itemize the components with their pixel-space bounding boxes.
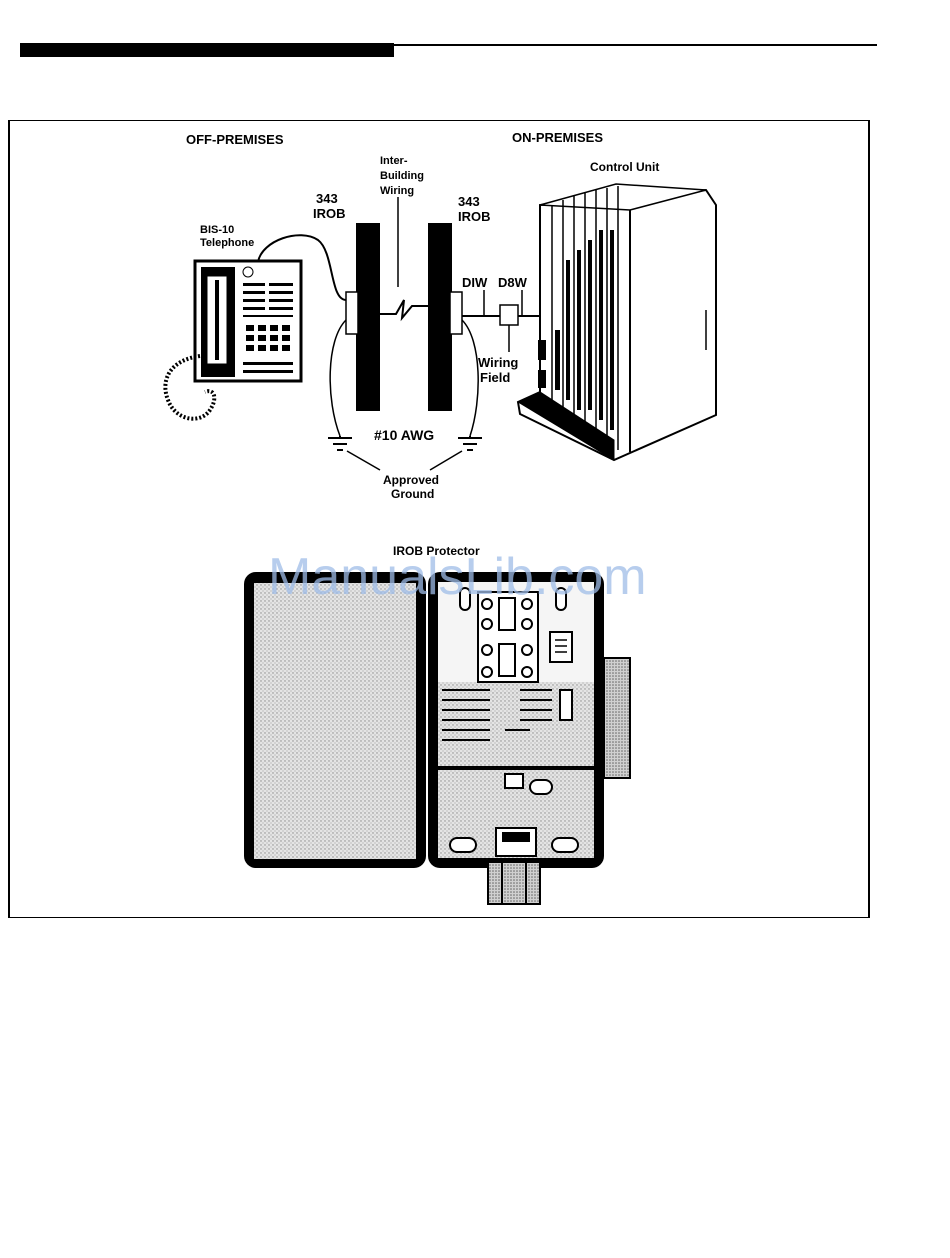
- svg-text:Field: Field: [480, 370, 510, 385]
- inter-building-wiring-label: Inter- Building Wiring: [380, 155, 424, 197]
- svg-text:Inter-: Inter-: [380, 155, 408, 167]
- wiring-field-label: Wiring Field: [478, 355, 518, 385]
- svg-text:BIS-10: BIS-10: [200, 224, 234, 236]
- svg-text:Wiring: Wiring: [380, 185, 414, 197]
- ground-symbol-left: [328, 436, 352, 450]
- irob-left-box: [346, 292, 358, 334]
- ground-symbol-right: [458, 436, 482, 450]
- svg-text:343: 343: [316, 191, 338, 206]
- on-premises-label: ON-PREMISES: [512, 130, 603, 145]
- diw-label: DIW: [462, 275, 488, 290]
- awg-label: #10 AWG: [374, 427, 434, 443]
- watermark: ManualsLib.com: [268, 548, 647, 606]
- building-wall-right: [428, 223, 452, 411]
- d8w-label: D8W: [498, 275, 528, 290]
- wiring-field-block: [500, 305, 518, 325]
- off-premises-label: OFF-PREMISES: [186, 132, 284, 147]
- svg-text:Approved: Approved: [383, 473, 439, 487]
- irob-right-label: 343 IROB: [458, 194, 491, 224]
- svg-text:IROB: IROB: [313, 206, 346, 221]
- irob-left-label: 343 IROB: [313, 191, 346, 221]
- telephone-icon: [165, 261, 301, 419]
- approved-ground-label: Approved Ground: [383, 473, 439, 501]
- telephone-label: BIS-10 Telephone: [200, 224, 254, 249]
- svg-text:IROB: IROB: [458, 209, 491, 224]
- svg-text:343: 343: [458, 194, 480, 209]
- svg-text:Wiring: Wiring: [478, 355, 518, 370]
- building-wall-left: [356, 223, 380, 411]
- irob-right-box: [450, 292, 462, 334]
- irob-protector-enclosure: [244, 572, 630, 904]
- svg-text:Ground: Ground: [391, 487, 434, 501]
- control-unit-label: Control Unit: [590, 160, 659, 174]
- svg-text:Telephone: Telephone: [200, 237, 254, 249]
- svg-text:Building: Building: [380, 170, 424, 182]
- control-unit-cabinet: [518, 184, 716, 460]
